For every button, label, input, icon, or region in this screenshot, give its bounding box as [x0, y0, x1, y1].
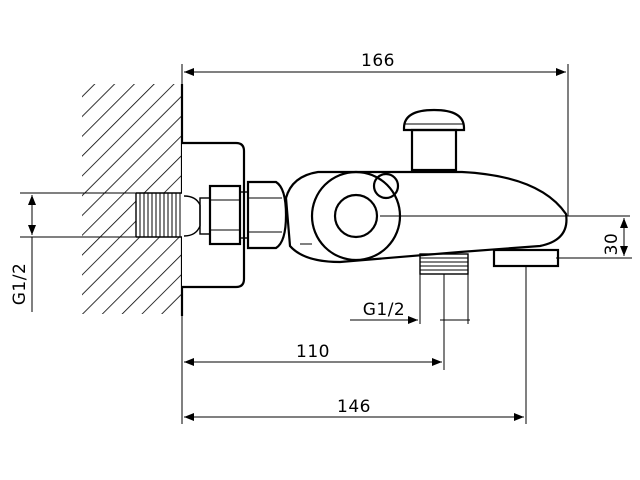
spout-height-label: 30 [602, 233, 622, 256]
diverter-knob [402, 108, 466, 172]
dimension-spout-length: 146 [184, 266, 527, 424]
inlet-thread [135, 192, 184, 238]
outlet-offset-label: 110 [296, 342, 330, 362]
inlet-thread-label: G1/2 [10, 263, 30, 306]
outlet-thread [419, 253, 469, 275]
overall-length-label: 166 [361, 51, 395, 71]
spout-nozzle [492, 248, 560, 268]
outlet-thread-label: G1/2 [363, 300, 406, 320]
dimension-outlet-thread: G1/2 [350, 274, 470, 324]
eccentric-connector [183, 180, 288, 250]
dimension-overall-length: 166 [181, 51, 569, 216]
spout-length-label: 146 [337, 397, 371, 417]
dimension-inlet-thread: G1/2 [10, 192, 136, 312]
dimension-outlet-offset: 110 [181, 274, 445, 424]
lever-ball [372, 172, 400, 200]
mixer-body [284, 170, 630, 264]
dimension-spout-height: 30 [556, 218, 632, 259]
wall-flange [182, 141, 246, 289]
